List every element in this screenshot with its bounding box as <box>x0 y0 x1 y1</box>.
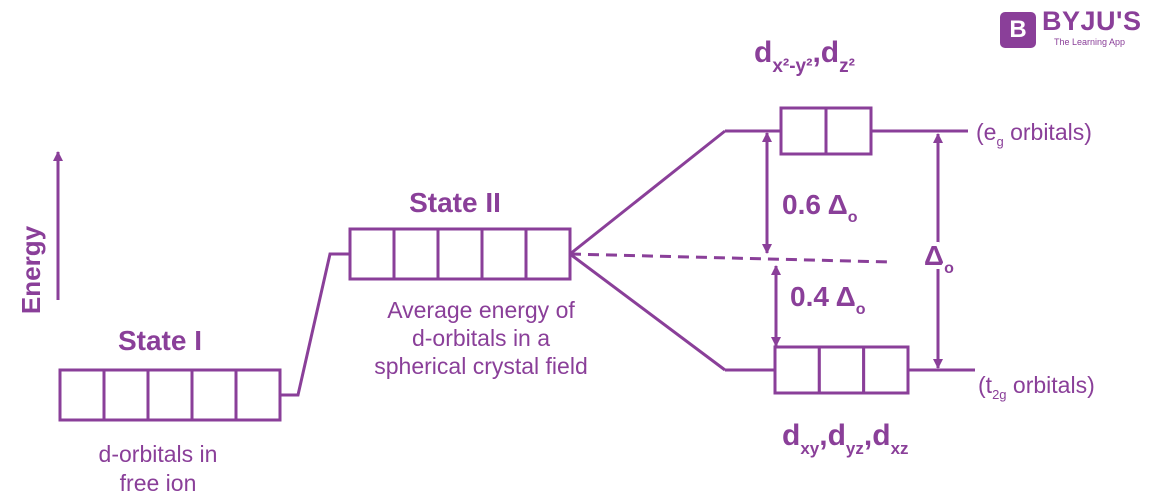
orbital-box <box>234 368 282 422</box>
t2g-label-d1: d <box>782 419 800 452</box>
orbital-box <box>779 106 828 156</box>
orbital-box <box>348 227 396 281</box>
total-gap-value: Δ <box>924 240 944 271</box>
state1-caption-line2: free ion <box>120 470 197 496</box>
t2g-orbital-label: dxy,dyz,dxz <box>782 419 909 458</box>
orbital-box <box>773 345 821 395</box>
state2-caption-line2: d-orbitals in a <box>412 325 550 351</box>
byjus-logo-mark: B <box>1000 12 1036 48</box>
t2g-label-sub2: yz <box>846 439 864 458</box>
state1-to-state2-connector <box>280 252 350 397</box>
eg-side-open: (e <box>976 119 996 145</box>
eg-side-close: orbitals) <box>1004 119 1092 145</box>
state2-caption-line3: spherical crystal field <box>374 353 587 379</box>
eg-label-sub2: z² <box>839 56 855 77</box>
upper-gap-label: 0.6 Δo <box>782 189 858 226</box>
t2g-label-sub3: xz <box>891 439 909 458</box>
t2g-side-open: (t <box>978 372 993 398</box>
orbital-box <box>102 368 150 422</box>
t2g-label-comma2: , <box>864 419 872 452</box>
eg-label-d1: d <box>754 36 772 69</box>
orbital-box <box>824 106 873 156</box>
t2g-side-label: (t2g orbitals) <box>978 372 1095 402</box>
t2g-side-close: orbitals) <box>1007 372 1095 398</box>
total-gap-sub: o <box>944 260 954 277</box>
orbital-box <box>524 227 572 281</box>
orbital-box <box>862 345 910 395</box>
orbital-box <box>146 368 194 422</box>
lower-gap-label: 0.4 Δo <box>790 281 866 318</box>
eg-label-sub1: x²-y² <box>772 56 812 77</box>
t2g-label-d2: d <box>828 419 846 452</box>
t2g-label-d3: d <box>872 419 890 452</box>
eg-label-d2: d <box>821 36 839 69</box>
eg-orbital-boxes <box>779 106 873 156</box>
orbital-box <box>190 368 238 422</box>
byjus-logo-tagline: The Learning App <box>1054 37 1126 47</box>
orbital-box <box>480 227 528 281</box>
state1-orbital-boxes <box>58 368 282 422</box>
eg-side-sub: g <box>996 134 1003 149</box>
state2-to-eg-line <box>569 129 726 256</box>
state2-title: State II <box>409 187 501 218</box>
state2-orbital-boxes <box>348 227 572 281</box>
orbital-box <box>436 227 484 281</box>
t2g-orbital-boxes <box>773 345 910 395</box>
eg-orbital-label: dx²-y²,dz² <box>754 36 855 77</box>
t2g-side-sub: 2g <box>992 387 1006 402</box>
total-gap-label: Δo <box>924 240 954 277</box>
upper-gap-sub: o <box>848 209 858 226</box>
lower-gap-value: 0.4 Δ <box>790 281 856 312</box>
t2g-label-sub1: xy <box>800 439 819 458</box>
energy-axis-label: Energy <box>16 225 46 314</box>
upper-gap-value: 0.6 Δ <box>782 189 848 220</box>
orbital-box <box>392 227 440 281</box>
orbital-box <box>817 345 866 395</box>
t2g-label-comma1: , <box>819 419 827 452</box>
barycenter-dashed-line <box>569 252 891 264</box>
eg-label-comma: , <box>812 36 820 69</box>
logo-mark-letter: B <box>1009 16 1027 43</box>
lower-gap-sub: o <box>856 301 866 318</box>
orbital-box <box>58 368 106 422</box>
state2-to-t2g-line <box>569 252 726 372</box>
byjus-logo-name: BYJU'S <box>1042 6 1142 36</box>
eg-side-label: (eg orbitals) <box>976 119 1092 149</box>
state1-title: State I <box>118 325 202 356</box>
state1-caption-line1: d-orbitals in <box>99 441 218 467</box>
state2-caption-line1: Average energy of <box>387 297 575 323</box>
